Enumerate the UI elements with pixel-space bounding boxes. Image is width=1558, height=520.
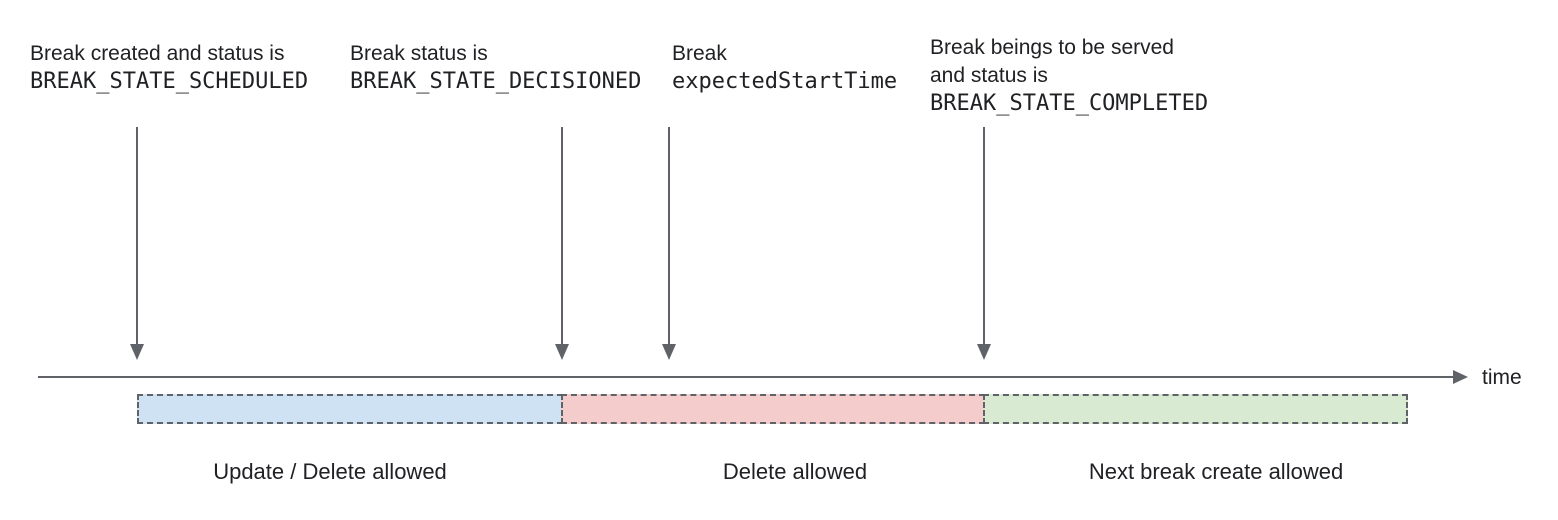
arrow-down-icon	[662, 344, 676, 360]
arrow-shaft	[136, 127, 138, 344]
annotation-text: Break created and status is	[30, 42, 285, 65]
event-arrow-scheduled	[130, 127, 144, 360]
segment-delete-allowed	[561, 394, 985, 424]
arrow-down-icon	[977, 344, 991, 360]
segment-label: Delete allowed	[722, 459, 868, 484]
arrow-shaft	[983, 127, 985, 344]
annotation-text: and status is	[930, 64, 1048, 87]
arrow-down-icon	[555, 344, 569, 360]
segment-label: Update / Delete allowed	[213, 459, 447, 484]
annotation-code: BREAK_STATE_SCHEDULED	[30, 69, 309, 94]
annotation-text: Break	[672, 42, 727, 65]
arrow-right-icon	[1453, 370, 1468, 384]
segment-update-delete-allowed	[137, 394, 563, 424]
event-arrow-decisioned	[555, 127, 569, 360]
annotation-text: Break status is	[350, 42, 488, 65]
arrow-down-icon	[130, 344, 144, 360]
annotation-expected-start-time: Break expectedStartTime	[672, 40, 897, 96]
segment-label: Next break create allowed	[1088, 459, 1344, 484]
annotation-break-completed: Break beings to be served and status is …	[930, 34, 1208, 118]
timeline-axis	[38, 376, 1454, 378]
annotation-code: BREAK_STATE_COMPLETED	[930, 91, 1209, 116]
segment-next-break-create-allowed	[983, 394, 1408, 424]
arrow-shaft	[668, 127, 670, 344]
annotation-code: expectedStartTime	[672, 69, 898, 94]
event-arrow-expected-start	[662, 127, 676, 360]
annotation-text: Break beings to be served	[930, 36, 1174, 59]
arrow-shaft	[561, 127, 563, 344]
annotation-break-decisioned: Break status is BREAK_STATE_DECISIONED	[350, 40, 641, 96]
annotation-code: BREAK_STATE_DECISIONED	[350, 69, 642, 94]
timeline-axis-label: time	[1482, 366, 1522, 389]
annotation-break-scheduled: Break created and status is BREAK_STATE_…	[30, 40, 308, 96]
event-arrow-completed	[977, 127, 991, 360]
